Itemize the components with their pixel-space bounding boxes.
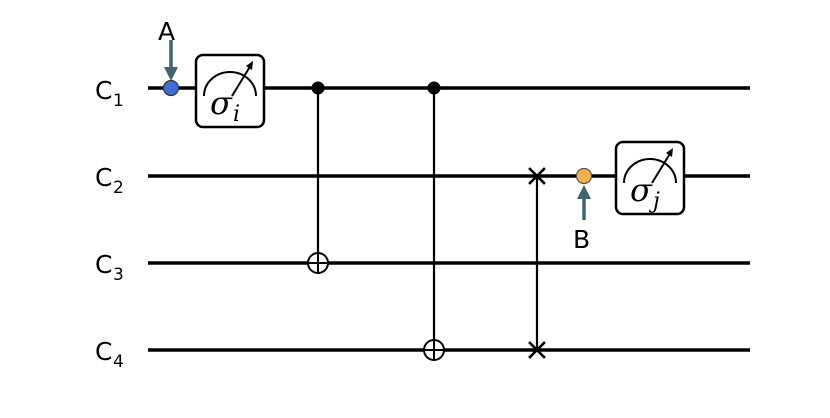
svg-text:C: C — [95, 250, 112, 279]
point-b-label: B — [573, 225, 590, 254]
svg-text:4: 4 — [113, 352, 124, 372]
sigma-subscript: i — [233, 102, 240, 127]
point-b-marker — [575, 167, 593, 185]
svg-text:1: 1 — [113, 91, 124, 111]
swap-cross-icon — [528, 167, 546, 185]
sigma-symbol: σ — [210, 84, 233, 122]
control-dot — [427, 81, 441, 95]
point-b: B — [573, 167, 593, 254]
svg-text:2: 2 — [113, 178, 124, 198]
swap-gate-c2-c4 — [528, 167, 546, 359]
wire-label-c1: C 1 — [95, 76, 124, 111]
swap-cross-icon — [528, 341, 546, 359]
svg-text:C: C — [95, 76, 112, 105]
svg-text:C: C — [95, 163, 112, 192]
wire-label-c3: C 3 — [95, 250, 124, 285]
wire-label-c4: C 4 — [95, 337, 124, 372]
point-a-label: A — [158, 17, 175, 46]
cnot-gate-c1-c3 — [307, 81, 329, 274]
svg-text:3: 3 — [113, 265, 124, 285]
svg-text:C: C — [95, 337, 112, 366]
sigma-symbol: σ — [630, 171, 653, 209]
control-dot — [311, 81, 325, 95]
cnot-gate-c1-c4 — [423, 81, 445, 361]
measurement-gate-i: σ i — [194, 53, 266, 129]
wire-label-c2: C 2 — [95, 163, 124, 198]
point-a: A — [158, 17, 180, 97]
meter-icon — [203, 71, 257, 97]
point-a-marker — [162, 79, 180, 97]
measurement-gate-j: σ j — [614, 140, 686, 216]
meter-icon — [623, 158, 677, 184]
